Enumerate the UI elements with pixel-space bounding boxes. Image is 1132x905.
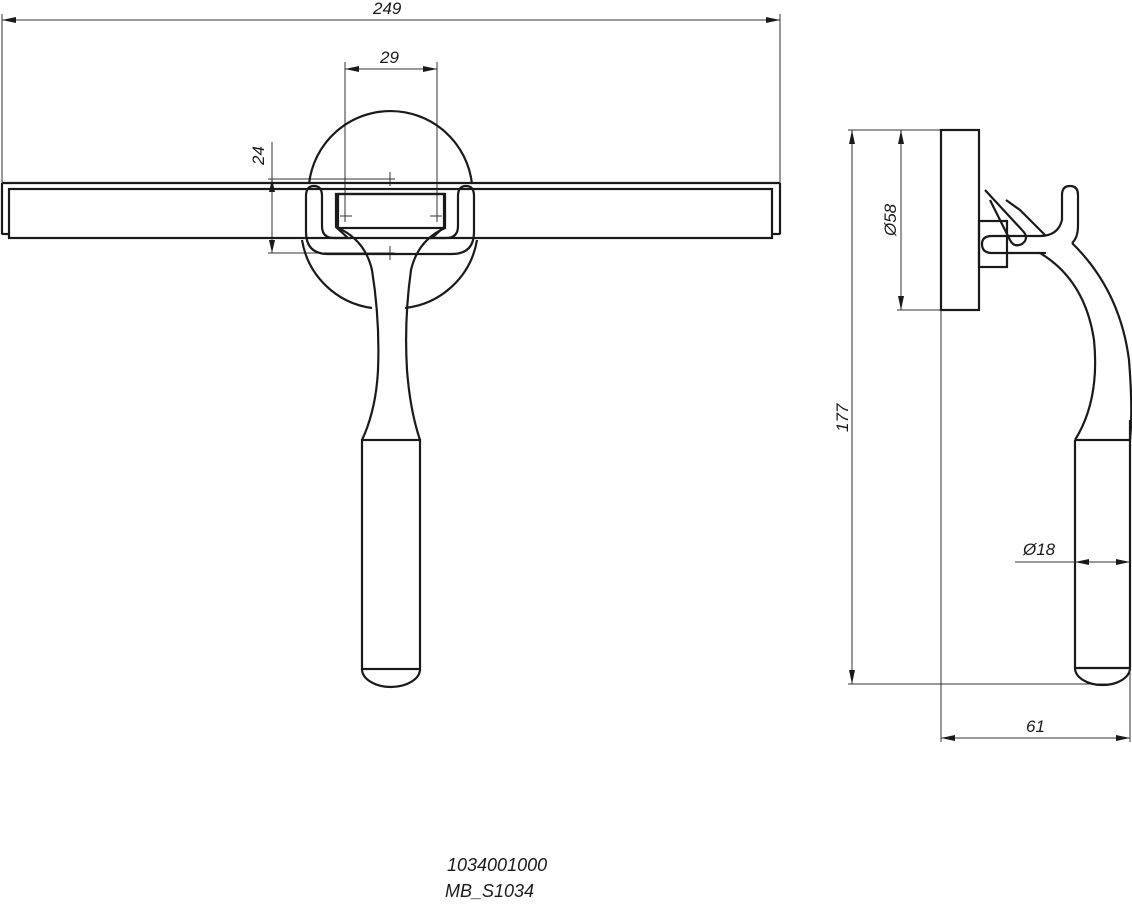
- dimension-overall-width: 249: [1, 0, 781, 235]
- wall-disc: [300, 109, 479, 310]
- u-holder: [304, 184, 476, 256]
- dimension-grip-diameter: Ø18: [1015, 540, 1130, 565]
- dim-label-24: 24: [249, 146, 268, 166]
- dim-label-18: Ø18: [1022, 540, 1056, 559]
- side-view: 177 Ø58: [833, 128, 1132, 742]
- front-view: 249 29 24: [0, 0, 782, 689]
- dim-label-61: 61: [1026, 717, 1045, 736]
- dim-label-249: 249: [372, 0, 402, 18]
- side-grip: [1073, 420, 1132, 687]
- bracket: [977, 219, 1009, 269]
- dimension-disc-diameter: Ø58: [881, 130, 945, 311]
- handle-neck: [337, 226, 446, 441]
- blade-bar: [0, 181, 782, 240]
- side-neck: [1039, 242, 1132, 441]
- dim-label-177: 177: [833, 403, 852, 432]
- mount-slot: [336, 192, 447, 230]
- model-code: MB_S1034: [445, 881, 534, 901]
- dim-label-29: 29: [379, 48, 399, 67]
- clip: [984, 189, 1046, 247]
- drawing-footer: 1034001000 MB_S1034: [445, 855, 547, 901]
- dimension-total-height: 177: [833, 129, 1110, 685]
- dimension-depth: 61: [941, 668, 1131, 742]
- article-number: 1034001000: [447, 855, 547, 875]
- disc-profile: [939, 128, 981, 312]
- dim-label-58: Ø58: [881, 203, 900, 237]
- hook-arm: [980, 184, 1080, 255]
- handle-grip: [360, 438, 422, 689]
